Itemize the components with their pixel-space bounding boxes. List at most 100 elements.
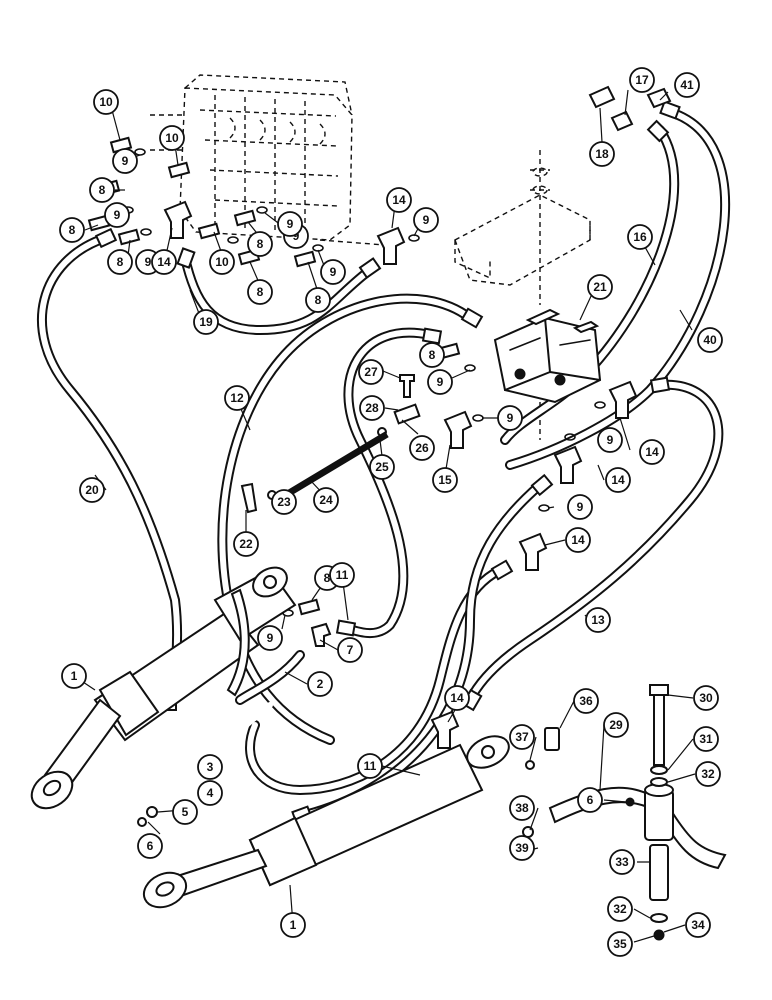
svg-text:22: 22 (239, 537, 253, 551)
callout: 14 (605, 467, 631, 493)
callout: 8 (89, 177, 115, 203)
callout: 9 (413, 207, 439, 233)
callout: 32 (695, 761, 721, 787)
callout: 27 (358, 359, 384, 385)
hydraulic-cylinder-lower (142, 735, 510, 909)
callout: 31 (693, 726, 719, 752)
callout: 9 (567, 494, 593, 520)
svg-text:8: 8 (69, 223, 76, 237)
svg-text:7: 7 (347, 643, 354, 657)
svg-text:14: 14 (571, 533, 585, 547)
svg-text:12: 12 (230, 391, 244, 405)
callouts: 10 10 9 8 9 8 9 8 14 10 8 9 8 9 8 9 14 9… (59, 67, 723, 957)
svg-text:10: 10 (165, 131, 179, 145)
callout: 16 (627, 224, 653, 250)
svg-text:25: 25 (375, 460, 389, 474)
svg-text:36: 36 (579, 694, 593, 708)
svg-text:9: 9 (330, 265, 337, 279)
callout: 40 (697, 327, 723, 353)
svg-text:8: 8 (257, 285, 264, 299)
callout: 34 (685, 912, 711, 938)
callout: 8 (305, 287, 331, 313)
mounting-bracket (454, 150, 591, 440)
svg-text:8: 8 (257, 237, 264, 251)
callout: 9 (497, 405, 523, 431)
svg-text:14: 14 (645, 445, 659, 459)
callout: 9 (112, 148, 138, 174)
svg-text:6: 6 (587, 793, 594, 807)
callout: 14 (639, 439, 665, 465)
svg-text:38: 38 (515, 801, 529, 815)
callout: 9 (320, 259, 346, 285)
svg-text:6: 6 (147, 839, 154, 853)
svg-text:9: 9 (293, 229, 300, 243)
svg-text:8: 8 (315, 293, 322, 307)
svg-text:32: 32 (701, 767, 715, 781)
callout: 30 (693, 685, 719, 711)
svg-text:37: 37 (515, 730, 529, 744)
callout: 13 (585, 607, 611, 633)
callout: 11 (357, 753, 383, 779)
callout: 20 (79, 477, 105, 503)
svg-text:31: 31 (699, 732, 713, 746)
callout: 8 (107, 249, 133, 275)
callout: 4 (197, 780, 223, 806)
svg-text:24: 24 (319, 493, 333, 507)
callout: 9 (277, 211, 303, 237)
callout: 32 (607, 896, 633, 922)
svg-text:41: 41 (680, 78, 694, 92)
svg-text:32: 32 (613, 902, 627, 916)
callout: 25 (369, 454, 395, 480)
svg-text:9: 9 (437, 375, 444, 389)
callout: 7 (337, 637, 363, 663)
callout: 28 (359, 395, 385, 421)
svg-text:10: 10 (215, 255, 229, 269)
svg-text:35: 35 (613, 937, 627, 951)
callout: 10 (209, 249, 235, 275)
callout: 1 (61, 663, 87, 689)
svg-text:9: 9 (287, 217, 294, 231)
callout: 8 (247, 231, 273, 257)
svg-text:1: 1 (290, 918, 297, 932)
callout: 9 (597, 427, 623, 453)
svg-text:8: 8 (117, 255, 124, 269)
svg-text:14: 14 (392, 193, 406, 207)
callout: 14 (386, 187, 412, 213)
lift-arm-linkage (522, 684, 727, 941)
svg-text:21: 21 (593, 280, 607, 294)
callout: 8 (419, 342, 445, 368)
callout: 10 (159, 125, 185, 151)
svg-text:29: 29 (609, 718, 623, 732)
svg-text:2: 2 (317, 677, 324, 691)
svg-text:1: 1 (71, 669, 78, 683)
callout: 5 (172, 799, 198, 825)
svg-text:9: 9 (423, 213, 430, 227)
svg-text:15: 15 (438, 473, 452, 487)
svg-text:9: 9 (145, 255, 152, 269)
svg-text:40: 40 (703, 333, 717, 347)
svg-text:8: 8 (324, 571, 331, 585)
svg-text:9: 9 (114, 208, 121, 222)
callout: 3 (197, 754, 223, 780)
callout: 33 (609, 849, 635, 875)
svg-text:4: 4 (207, 786, 214, 800)
svg-text:26: 26 (415, 441, 429, 455)
callout: 39 (509, 835, 535, 861)
callout: 10 (93, 89, 119, 115)
svg-text:11: 11 (336, 568, 349, 582)
svg-text:8: 8 (99, 183, 106, 197)
callout: 22 (233, 531, 259, 557)
callout: 6 (137, 833, 163, 859)
svg-text:11: 11 (364, 759, 377, 773)
callout: 11 (329, 562, 355, 588)
callout: 9 (427, 369, 453, 395)
svg-text:9: 9 (267, 631, 274, 645)
svg-text:10: 10 (99, 95, 113, 109)
svg-text:27: 27 (364, 365, 378, 379)
o-rings (122, 148, 606, 617)
callout: 2 (307, 671, 333, 697)
steel-tube (137, 702, 273, 827)
callout: 12 (224, 385, 250, 411)
svg-text:14: 14 (450, 691, 464, 705)
svg-text:34: 34 (691, 918, 705, 932)
